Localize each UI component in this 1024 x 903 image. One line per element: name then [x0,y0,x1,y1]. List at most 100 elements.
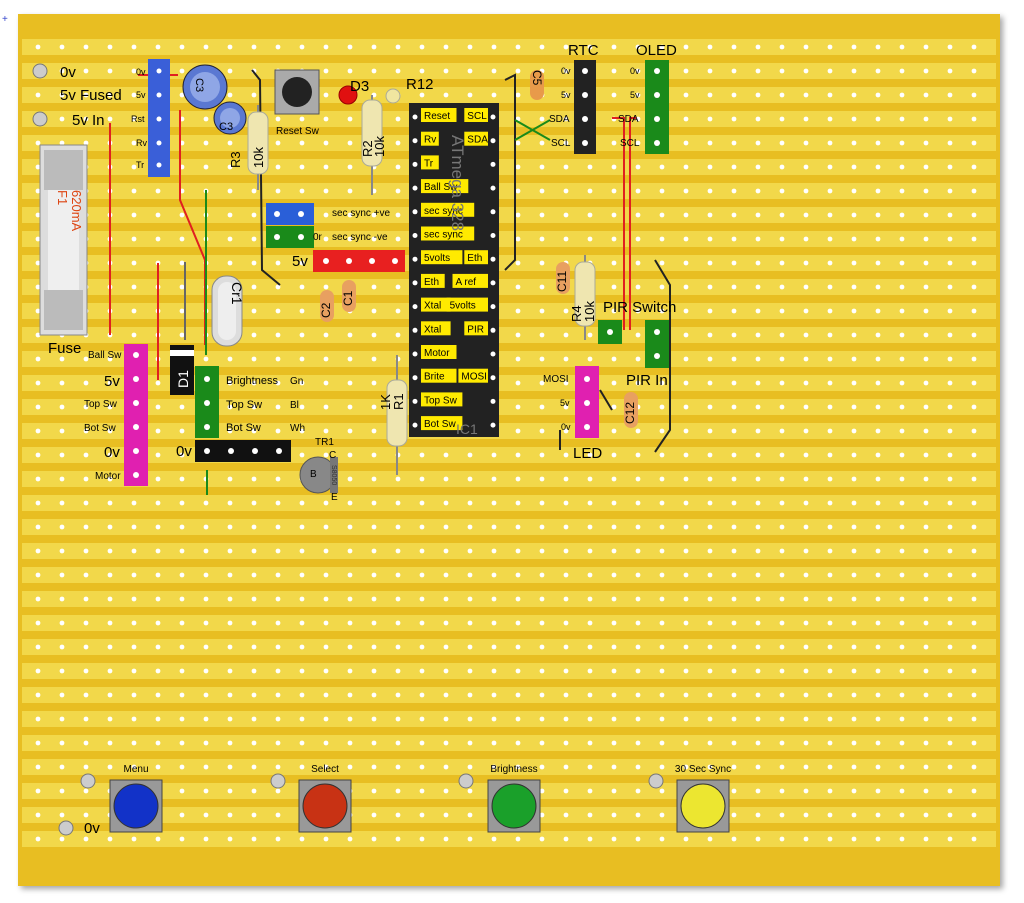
board-hole [131,308,137,314]
board-hole [299,308,305,314]
board-hole [587,572,593,578]
board-hole [443,788,449,794]
board-hole [755,236,761,242]
board-hole [59,116,65,122]
copper-strip [22,351,996,367]
board-hole [659,836,665,842]
green-pin-bot-sw: Bot Sw [226,422,261,434]
board-hole [851,740,857,746]
board-hole [683,44,689,50]
board-hole [515,524,521,530]
board-hole [203,740,209,746]
board-hole [59,812,65,818]
board-hole [275,548,281,554]
board-hole [923,764,929,770]
board-hole [347,428,353,434]
board-hole [779,188,785,194]
board-hole [779,284,785,290]
board-hole [539,524,545,530]
board-hole [683,356,689,362]
board-hole [275,836,281,842]
board-hole [827,596,833,602]
board-hole [731,620,737,626]
board-hole [227,740,233,746]
board-hole [395,140,401,146]
tr1-pin-c: C [329,450,336,461]
board-hole [347,620,353,626]
board-hole [515,644,521,650]
board-hole [131,596,137,602]
board-hole [563,644,569,650]
board-hole [923,284,929,290]
board-hole [155,236,161,242]
board-hole [707,380,713,386]
board-hole [899,356,905,362]
board-hole [107,596,113,602]
board-hole [923,236,929,242]
board-hole [515,716,521,722]
board-hole [851,380,857,386]
board-hole [707,764,713,770]
board-hole [899,812,905,818]
board-hole [251,572,257,578]
board-hole [731,692,737,698]
board-hole [587,668,593,674]
board-hole [179,332,185,338]
board-hole [683,428,689,434]
chip-pin-hole [490,114,496,120]
board-hole [371,572,377,578]
c3-label-a: C3 [193,78,205,92]
board-hole [515,212,521,218]
board-hole [731,44,737,50]
board-hole [755,500,761,506]
d3-label: D3 [350,78,369,95]
board-hole [827,836,833,842]
reset-switch: Reset Sw [274,69,320,137]
board-hole [107,668,113,674]
chip-pin-hole [490,161,496,167]
board-hole [179,788,185,794]
board-hole [59,404,65,410]
board-hole [875,92,881,98]
board-hole [563,764,569,770]
board-hole [491,596,497,602]
board-hole [203,620,209,626]
rtc-pin-0v: 0v [561,66,571,76]
board-hole [779,308,785,314]
board-hole [827,428,833,434]
board-hole [107,500,113,506]
oled-pin-sda: SDA [618,114,639,125]
board-hole [203,764,209,770]
board-hole [923,716,929,722]
board-hole [227,836,233,842]
board-hole [947,788,953,794]
board-hole [275,476,281,482]
board-hole [755,116,761,122]
board-hole [131,116,137,122]
board-hole [827,44,833,50]
board-hole [179,44,185,50]
board-hole [179,404,185,410]
board-hole [131,524,137,530]
board-hole [683,140,689,146]
board-hole [707,524,713,530]
board-hole [275,764,281,770]
board-hole [563,188,569,194]
board-hole [491,692,497,698]
board-hole [323,716,329,722]
board-hole [443,452,449,458]
board-hole [947,236,953,242]
board-hole [779,548,785,554]
board-hole [827,140,833,146]
board-hole [131,284,137,290]
board-hole [347,572,353,578]
board-hole [803,500,809,506]
board-hole [539,188,545,194]
board-hole [347,740,353,746]
board-hole [131,500,137,506]
board-hole [395,500,401,506]
board-hole [515,404,521,410]
board-hole [923,140,929,146]
board-hole [179,668,185,674]
board-hole [491,716,497,722]
